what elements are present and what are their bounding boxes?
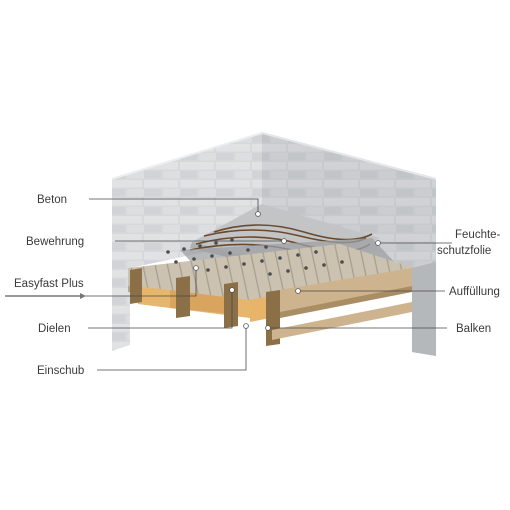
leader-lines: [85, 198, 452, 371]
label-feuchteschutzfolie-line1: Feuchte-: [455, 229, 501, 241]
label-dielen: Dielen: [38, 323, 71, 335]
label-einschub: Einschub: [37, 365, 84, 377]
label-easyfast-plus: Easyfast Plus: [14, 278, 84, 290]
screws: [166, 238, 344, 276]
label-balken: Balken: [456, 323, 491, 335]
label-bewehrung: Bewehrung: [26, 236, 84, 248]
beams: [130, 268, 412, 346]
left-brick-wall: [112, 132, 262, 351]
label-feuchteschutzfolie-line2: schutzfolie: [437, 245, 491, 257]
label-beton: Beton: [37, 194, 67, 206]
screw-icon: [5, 293, 86, 299]
label-auffuellung: Auffüllung: [449, 286, 500, 298]
